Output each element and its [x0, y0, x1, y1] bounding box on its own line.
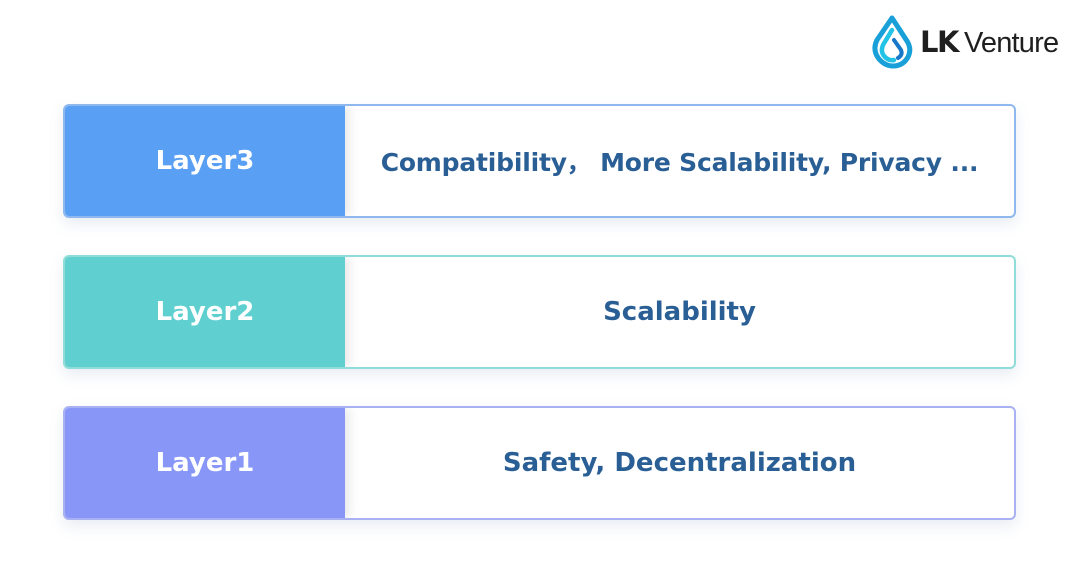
layer2-row: Layer2 Scalability [63, 255, 1016, 369]
logo-name: Venture [963, 26, 1059, 59]
layer3-description: Compatibility， More Scalability, Privacy… [380, 148, 979, 177]
lk-venture-logo-icon [872, 15, 913, 69]
logo-text: LK Venture [920, 24, 1059, 60]
logo-brand: LK [920, 24, 959, 59]
layer2-label: Layer2 [65, 257, 345, 367]
lk-venture-logo: LK Venture [870, 14, 1059, 70]
layer2-description: Scalability [603, 297, 756, 327]
layer1-description: Safety, Decentralization [502, 448, 857, 478]
layer3-row: Layer3 Compatibility， More Scalability, … [63, 104, 1016, 218]
layer1-label: Layer1 [65, 408, 345, 518]
layer3-label: Layer3 [65, 106, 345, 216]
layer1-row: Layer1 Safety, Decentralization [63, 406, 1016, 520]
